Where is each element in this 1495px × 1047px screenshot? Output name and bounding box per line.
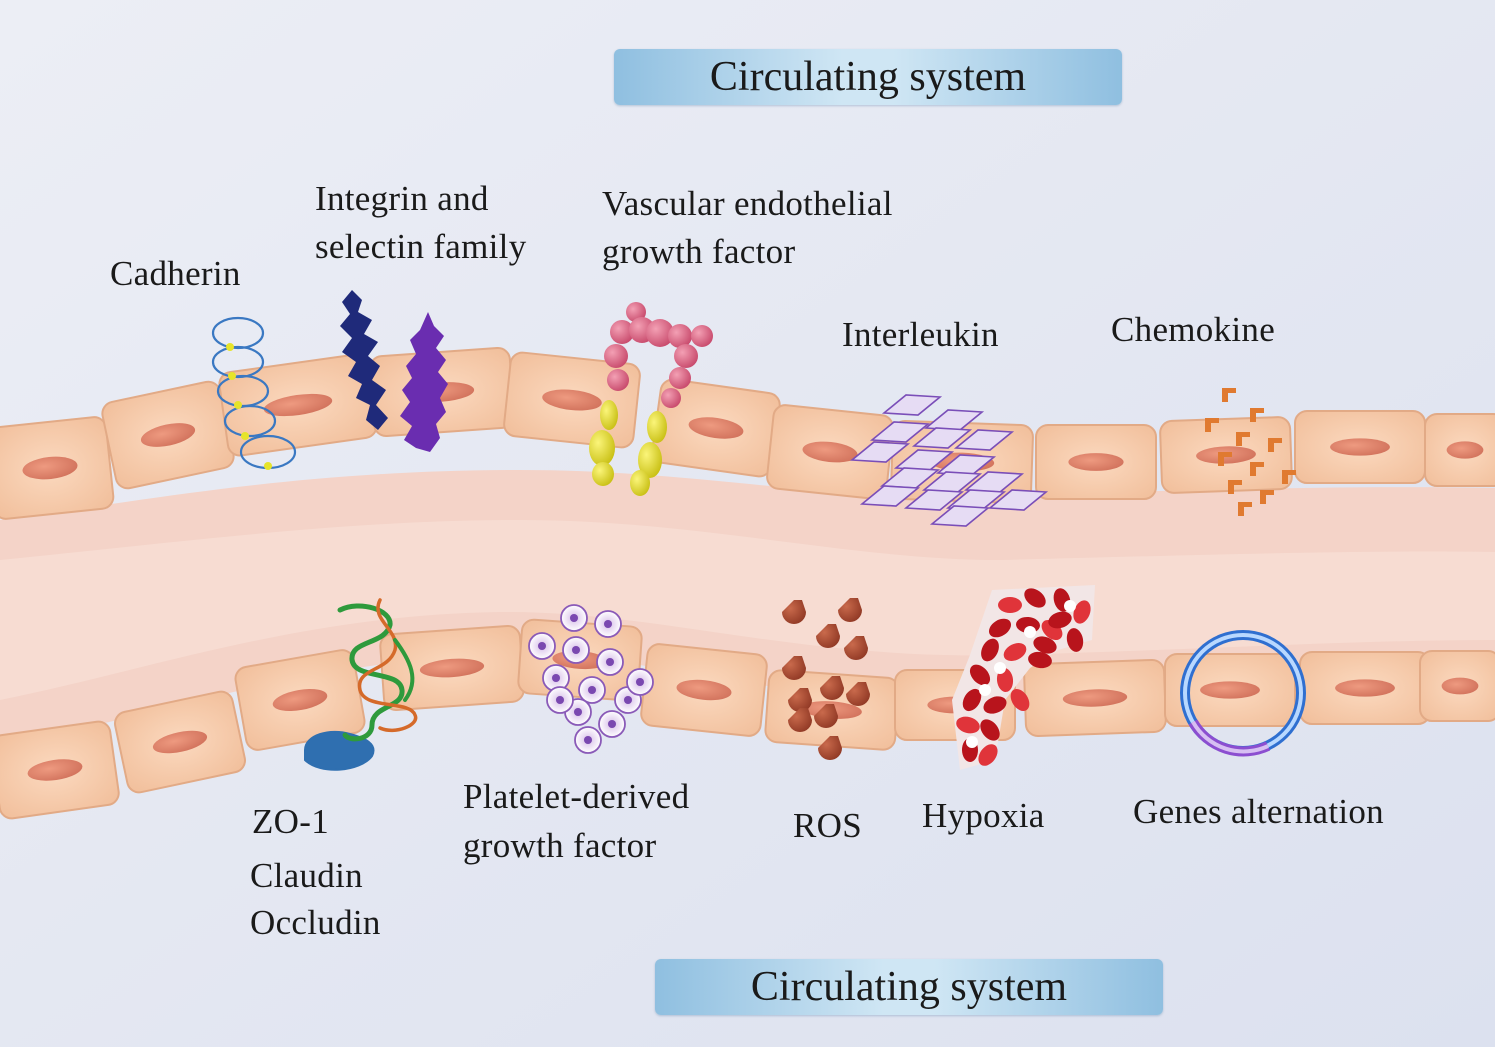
label-zo1: ZO-1 — [252, 802, 330, 841]
label-hypoxia: Hypoxia — [922, 796, 1045, 835]
label-integrin-line2: selectin family — [315, 227, 527, 266]
label-genes-alternation: Genes alternation — [1133, 792, 1384, 831]
bottom-circulating-system-banner: Circulating system — [655, 959, 1163, 1015]
top-banner-text: Circulating system — [709, 54, 1027, 100]
interleukin-icon — [849, 394, 1049, 527]
cadherin-icon — [211, 316, 297, 470]
label-integrin-line1: Integrin and — [315, 179, 489, 218]
top-circulating-system-banner: Circulating system — [614, 49, 1122, 105]
label-interleukin: Interleukin — [842, 315, 999, 354]
label-chemokine: Chemokine — [1111, 310, 1276, 349]
label-ros: ROS — [793, 806, 862, 845]
ros-icon — [782, 598, 870, 760]
label-occludin: Occludin — [250, 903, 381, 942]
pdgf-icon — [528, 604, 654, 754]
label-vegf-line1: Vascular endothelial — [602, 184, 893, 223]
label-vegf-line2: growth factor — [602, 232, 796, 271]
vegf-receptor-icon — [589, 302, 713, 496]
tight-junction-icon — [304, 598, 418, 771]
genes-alternation-icon — [1180, 630, 1306, 757]
hypoxia-icon — [952, 585, 1095, 770]
label-cadherin: Cadherin — [110, 254, 241, 293]
integrin-selectin-icon — [340, 290, 448, 452]
label-pdgf-line2: growth factor — [463, 826, 657, 865]
bottom-banner-text: Circulating system — [750, 964, 1068, 1010]
chemokine-icon — [1205, 388, 1296, 516]
label-pdgf-line1: Platelet-derived — [463, 777, 690, 816]
label-claudin: Claudin — [250, 856, 363, 895]
